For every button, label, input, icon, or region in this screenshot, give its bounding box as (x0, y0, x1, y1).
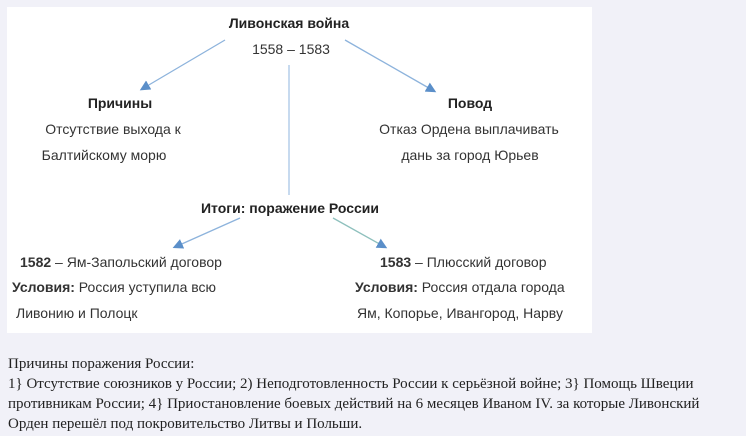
arrow-to-treaty2 (332, 217, 388, 249)
treaty2-year: 1583 (380, 254, 412, 270)
notes-body: 1} Отсутствие союзников у России; 2) Неп… (8, 376, 700, 432)
causes-line1: Отсутствие выхода к (45, 121, 181, 137)
diagram-title: Ливонская война (228, 15, 350, 31)
causes-line2: Балтийскому морю (41, 147, 167, 163)
pretext-line2: дань за город Юрьев (401, 147, 539, 163)
treaty1-conditions: Условия: Россия уступила всю (12, 279, 216, 295)
causes-heading: Причины (87, 95, 153, 111)
treaty1-title: 1582 – Ям-Запольский договор (20, 254, 222, 270)
pretext-line1: Отказ Ордена выплачивать (379, 121, 559, 137)
treaty2-conditions: Условия: Россия отдала города (355, 279, 565, 295)
treaty1-name: – Ям-Запольский договор (51, 254, 222, 270)
defeat-causes-notes: Причины поражения России: 1} Отсутствие … (8, 354, 743, 434)
treaty1-cond2: Ливонию и Полоцк (16, 305, 138, 321)
arrow-to-causes (139, 39, 226, 91)
treaty1-cond-label: Условия: (12, 279, 75, 295)
treaty2-cond-label: Условия: (355, 279, 418, 295)
notes-heading: Причины поражения России: (8, 356, 195, 372)
treaty2-cond1: Россия отдала города (417, 279, 565, 295)
results-heading: Итоги: поражение России (200, 200, 380, 216)
treaty1-cond1: Россия уступила всю (74, 279, 217, 295)
war-years: 1558 – 1583 (252, 41, 330, 57)
arrow-to-pretext (344, 39, 437, 93)
arrow-to-treaty1 (172, 217, 241, 249)
treaty2-title: 1583 – Плюсский договор (380, 254, 547, 270)
treaty2-name: – Плюсский договор (411, 254, 547, 270)
pretext-heading: Повод (447, 95, 493, 111)
treaty2-cond2: Ям, Копорье, Ивангород, Нарву (357, 305, 563, 321)
diagram-panel (7, 7, 592, 333)
treaty1-year: 1582 (20, 254, 52, 270)
